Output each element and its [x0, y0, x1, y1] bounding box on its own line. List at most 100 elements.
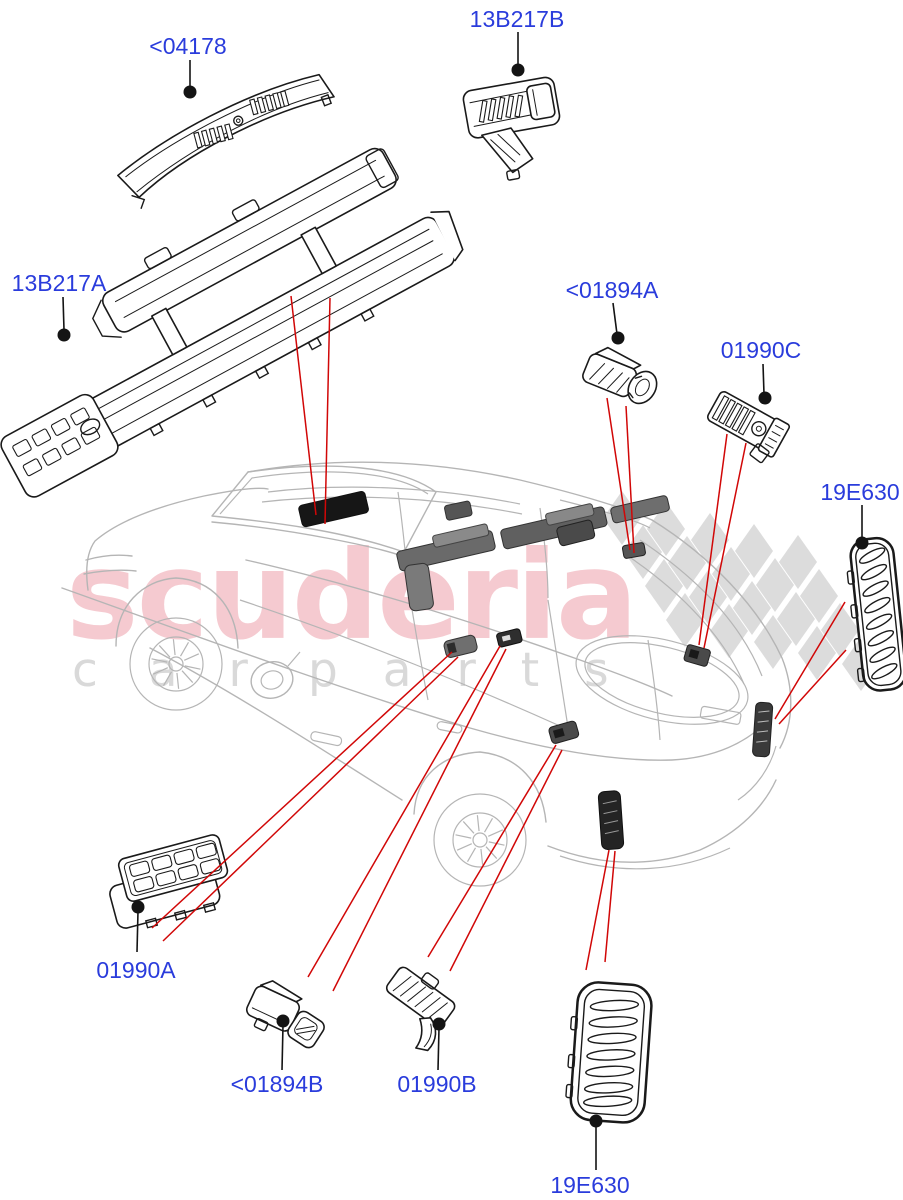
part-01894B-illustration [245, 980, 325, 1049]
part-01990A-illustration [109, 834, 229, 929]
front-door-vent-location [443, 634, 478, 658]
pointer-line-19E630-upper [778, 649, 847, 725]
pointer-line-01894A [606, 397, 631, 551]
flag-diamond [800, 569, 838, 623]
flag-diamond [821, 603, 859, 657]
callouts: <0417813B217B13B217A<01894A01990C19E6300… [12, 6, 900, 1198]
leader-dot-01894A [611, 331, 625, 345]
rear-quarter-vent-location [752, 701, 774, 758]
part-13B217A-illustration [0, 147, 464, 498]
part-19E630-upper-illustration [846, 536, 903, 692]
pointer-line-13B217A [324, 297, 331, 525]
leader-dot-01894B [276, 1014, 290, 1028]
leader-dot-01990A [131, 900, 145, 914]
flag-diamond [756, 558, 794, 612]
wheel-spoke [462, 821, 475, 834]
callout-label-01990A: 01990A [96, 957, 176, 983]
wheel-spokes [151, 639, 505, 865]
callout-label-19E630-upper: 19E630 [820, 479, 899, 505]
wheel-spoke [183, 653, 200, 661]
pointer-line-01990A [162, 656, 459, 942]
flag-diamond [754, 615, 792, 669]
side-mirror-illustration [250, 651, 301, 699]
part-19E630-lower-illustration [565, 981, 653, 1124]
rear-wheel-illustration [433, 793, 527, 887]
taillight-illustration [699, 705, 742, 725]
callout-label-13B217A: 13B217A [12, 270, 107, 296]
leader-line-01894B [281, 1024, 284, 1071]
leader-dot-19E630-lower [589, 1114, 603, 1128]
wheel-spoke [487, 829, 504, 837]
part-01894A-illustration [582, 346, 658, 405]
pointer-line-19E630-upper [774, 601, 846, 720]
flag-diamond [798, 626, 836, 680]
header-part-location [556, 519, 596, 547]
duct-down-location [404, 562, 434, 612]
wheel-spoke [456, 843, 473, 851]
leader-dot-01990B [432, 1017, 446, 1031]
leader-line-01894A [612, 302, 618, 335]
flag-diamond [779, 535, 817, 589]
wheel-spoke [483, 818, 494, 833]
leader-dot-19E630-upper [855, 536, 869, 550]
leader-dot-01990C [758, 391, 772, 405]
pointer-line-01990C [703, 442, 747, 649]
pointer-line-13B217A [290, 295, 317, 516]
part-13B217B-illustration [462, 76, 561, 181]
callout-label-01894B: <01894B [231, 1071, 324, 1097]
flag-diamond [666, 593, 704, 647]
leader-dot-13B217B [511, 63, 525, 77]
leader-line-01990C [762, 363, 765, 395]
flag-diamond [668, 536, 706, 590]
part-04178-illustration [117, 73, 335, 209]
dash-top-vent-location [298, 491, 369, 528]
wheel-spoke [181, 670, 194, 683]
leader-dot-04178 [183, 85, 197, 99]
installed-vent-locations [298, 491, 774, 850]
vehicle-illustration [61, 461, 792, 887]
flag-diamond [691, 513, 729, 567]
pointer-line-01894B [307, 645, 501, 978]
flag-diamond [710, 604, 748, 658]
leader-dot-13B217A [57, 328, 71, 342]
pointer-line-01894A [625, 405, 635, 554]
front-door-vent2-location [496, 628, 523, 648]
leader-line-01990B [437, 1027, 440, 1071]
callout-label-19E630-lower: 19E630 [550, 1172, 629, 1198]
wheel-spoke [151, 658, 168, 663]
wheel-spoke [158, 645, 171, 658]
rear-pillar-part-location [683, 644, 711, 667]
front-wheel-illustration [129, 617, 223, 711]
wheel-spoke [176, 672, 180, 689]
callout-label-01894A: <01894A [566, 277, 659, 303]
wheel-spoke [172, 639, 176, 656]
pointer-line-19E630-lower [585, 849, 610, 971]
pointer-line-01990B [449, 749, 563, 972]
wheel-spoke [476, 815, 480, 832]
callout-label-13B217B: 13B217B [470, 6, 565, 32]
pointer-line-01990C [698, 433, 728, 646]
pointer-line-01990A [151, 651, 453, 929]
part-01990B-illustration [385, 966, 456, 1052]
wheel-spoke [455, 834, 472, 839]
wheel-spoke [162, 671, 173, 686]
rear-door-vent-location [548, 720, 580, 744]
wheel-spoke [152, 667, 169, 675]
flag-diamond [777, 592, 815, 646]
roof-part-location [444, 500, 473, 521]
leader-line-01990A [136, 910, 139, 953]
leader-line-13B217A [62, 296, 65, 331]
flag-diamond [735, 524, 773, 578]
watermark-brand-text: scuderia [66, 525, 636, 667]
pointer-line-01894B [332, 648, 507, 992]
rear-bumper-vent-location [597, 790, 625, 850]
pointer-line-19E630-lower [604, 850, 616, 963]
wheel-spoke [466, 847, 477, 862]
wheel-spoke [184, 665, 201, 670]
door-handle-rear [436, 721, 463, 734]
wheel-spoke [480, 848, 484, 865]
callout-label-01990B: 01990B [397, 1071, 476, 1097]
wheel-spoke [179, 642, 190, 657]
